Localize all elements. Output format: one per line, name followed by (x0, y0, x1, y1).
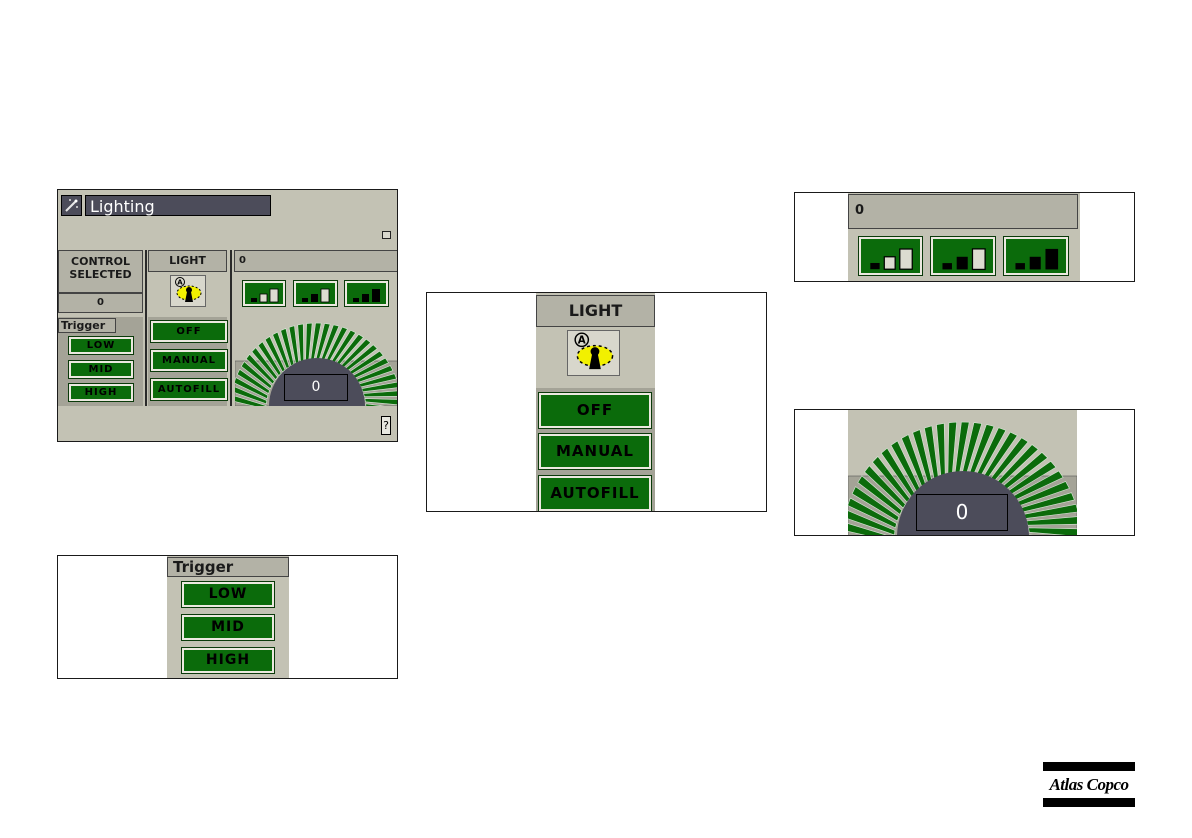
control-value: 0 (58, 293, 143, 313)
logo-bar-bottom (1043, 798, 1135, 807)
divider (230, 250, 232, 406)
trigger-detail-mid-button[interactable]: MID (182, 615, 274, 640)
light-detail-autofill-button[interactable]: AUTOFILL (539, 476, 651, 511)
divider (145, 250, 147, 406)
level-header: 0 (234, 250, 398, 272)
dial-detail-counter: 0 (916, 494, 1008, 531)
dial-segment (948, 422, 957, 475)
level-mid-button[interactable] (294, 281, 337, 306)
level-detail-header: 0 (848, 194, 1078, 229)
dial-segment (298, 324, 304, 361)
light-detail: LIGHT A OFF MANUAL AUTOFILL (426, 292, 767, 512)
light-off-button[interactable]: OFF (151, 321, 227, 342)
light-manual-button[interactable]: MANUAL (151, 350, 227, 371)
dial-counter: 0 (284, 374, 348, 401)
dial-segment (1030, 535, 1077, 536)
screen-title: Lighting (85, 195, 271, 216)
trigger-detail-header: Trigger (167, 557, 289, 577)
light-autofill-button[interactable]: AUTOFILL (151, 379, 227, 400)
logo-text: Atlas Copco (1043, 774, 1135, 796)
light-header: LIGHT (148, 250, 227, 272)
svg-text:A: A (578, 334, 586, 346)
status-square[interactable] (382, 231, 391, 239)
trigger-detail-high-button[interactable]: HIGH (182, 648, 274, 673)
trigger-detail-low-button[interactable]: LOW (182, 582, 274, 607)
level-detail-high-button[interactable] (1004, 237, 1068, 275)
level-detail: 0 (794, 192, 1135, 282)
trigger-header: Trigger (58, 318, 116, 333)
light-mode-icon: A (170, 275, 206, 307)
light-detail-screen: LIGHT A OFF MANUAL AUTOFILL (536, 293, 655, 512)
dial-segment (936, 423, 945, 477)
light-detail-off-button[interactable]: OFF (539, 393, 651, 428)
lighting-screen: Lighting CONTROL SELECTED 0 Trigger LOW … (57, 189, 398, 442)
light-detail-manual-button[interactable]: MANUAL (539, 434, 651, 469)
trigger-detail: Trigger LOW MID HIGH (57, 555, 398, 679)
atlas-copco-logo: Atlas Copco (1043, 762, 1135, 808)
dial-detail: 0 (794, 409, 1135, 536)
level-detail-mid-button[interactable] (931, 237, 995, 275)
help-icon[interactable]: ? (381, 416, 391, 435)
level-detail-low-button[interactable] (859, 237, 922, 275)
wand-icon (61, 195, 82, 216)
level-detail-screen: 0 (848, 193, 1080, 282)
level-low-button[interactable] (243, 281, 285, 306)
trigger-detail-screen: Trigger LOW MID HIGH (167, 556, 289, 679)
level-high-button[interactable] (345, 281, 388, 306)
light-detail-mode-icon: A (567, 330, 620, 376)
dial-detail-screen[interactable]: 0 (848, 410, 1077, 536)
svg-text:A: A (177, 279, 183, 287)
trigger-low-button[interactable]: LOW (69, 337, 133, 354)
light-detail-header: LIGHT (536, 295, 655, 327)
logo-bar-top (1043, 762, 1135, 771)
control-selected-header: CONTROL SELECTED (58, 250, 143, 293)
trigger-mid-button[interactable]: MID (69, 361, 133, 378)
trigger-high-button[interactable]: HIGH (69, 384, 133, 401)
